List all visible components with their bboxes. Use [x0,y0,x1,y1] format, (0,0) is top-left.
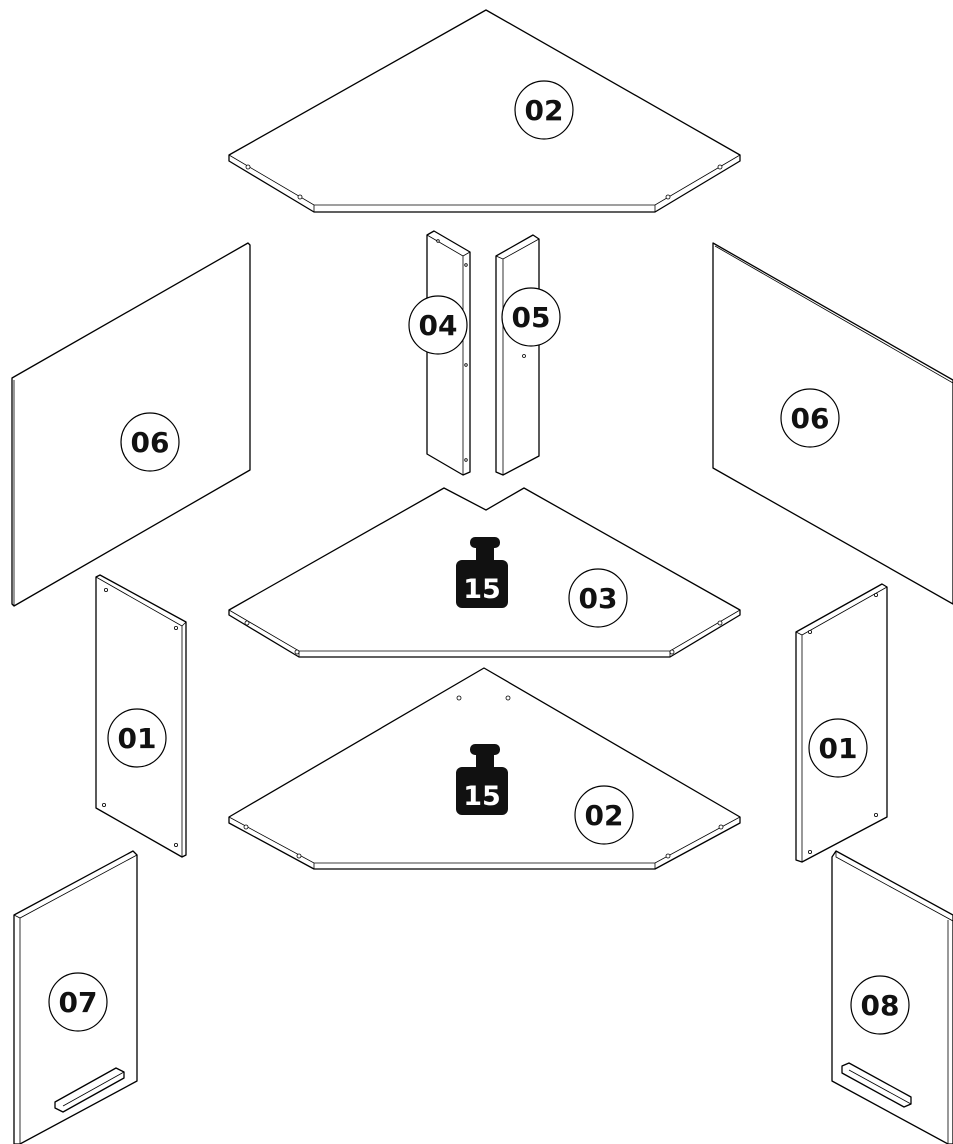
door-right-handle [841,1062,912,1108]
label-vertical-post-right: 05 [501,287,561,347]
label-top-panel: 02 [514,80,574,140]
label-bottom-panel-text: 02 [585,799,624,832]
label-door-left-text: 07 [59,986,98,1019]
label-bottom-panel: 02 [574,785,634,845]
label-side-panel-right-text: 01 [819,732,858,765]
weight-limit-icon-bottom: 15 [456,744,508,815]
label-middle-shelf-text: 03 [579,582,618,615]
door-left-handle [54,1067,125,1113]
label-back-panel-right: 06 [780,388,840,448]
label-vertical-post-left: 04 [408,295,468,355]
weight-limit-icon-middle: 15 [456,537,508,608]
label-door-right: 08 [850,975,910,1035]
label-back-panel-left-text: 06 [131,426,170,459]
weight-limit-bottom-text: 15 [463,781,501,812]
label-middle-shelf: 03 [568,568,628,628]
label-side-panel-right: 01 [808,718,868,778]
top-panel [228,9,741,213]
weight-limit-middle-text: 15 [463,574,501,605]
label-top-panel-text: 02 [525,94,564,127]
label-vertical-post-left-text: 04 [419,309,458,342]
label-vertical-post-right-text: 05 [512,301,551,334]
label-door-right-text: 08 [861,989,900,1022]
label-back-panel-right-text: 06 [791,402,830,435]
vertical-post-left [426,230,471,476]
label-door-left: 07 [48,972,108,1032]
label-back-panel-left: 06 [120,412,180,472]
label-side-panel-left-text: 01 [118,722,157,755]
label-side-panel-left: 01 [107,708,167,768]
vertical-post-right [495,234,540,476]
